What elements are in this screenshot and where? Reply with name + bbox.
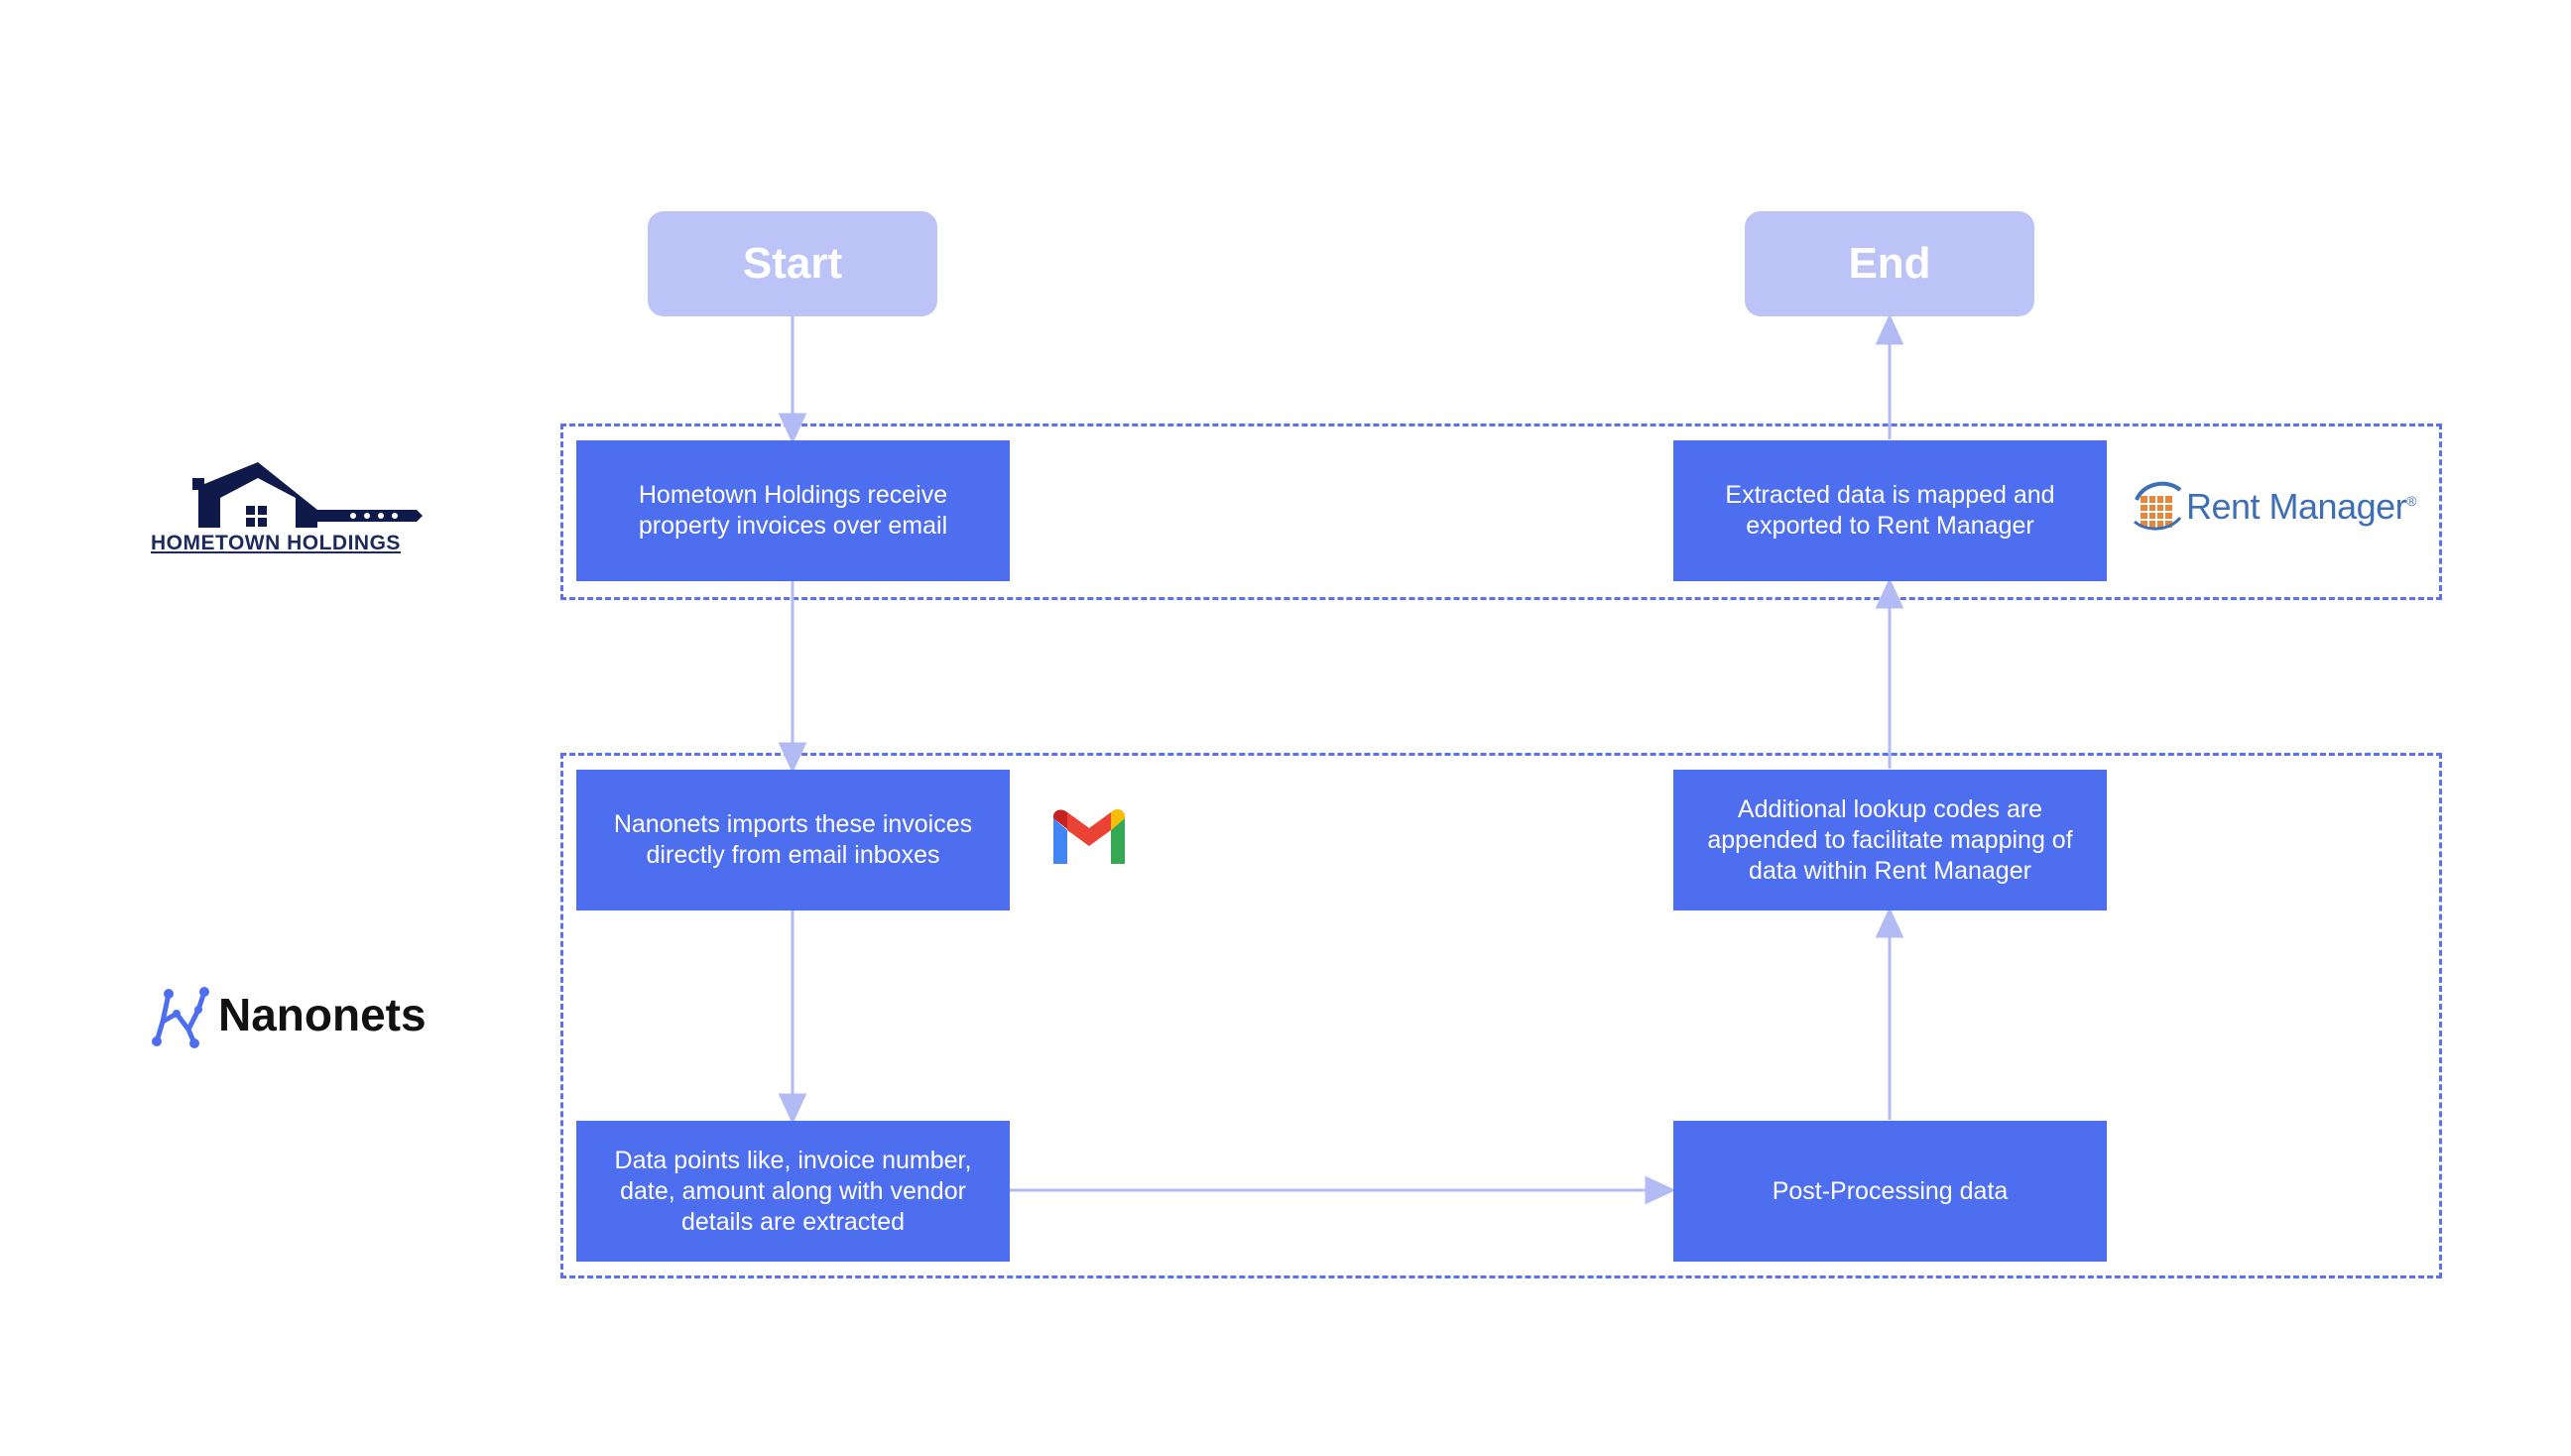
arrowhead-start-to-receive — [778, 413, 807, 444]
end-label: End — [1848, 239, 1931, 288]
step-extract-data: Data points like, invoice number, date, … — [576, 1121, 1010, 1262]
arrowhead-lookup-to-export — [1875, 577, 1904, 609]
step-export-rent-manager: Extracted data is mapped and exported to… — [1673, 440, 2107, 581]
rent-manager-name: Rent Manager — [2186, 486, 2407, 527]
step-receive-label: Hometown Holdings receive property invoi… — [638, 481, 948, 540]
rent-manager-logo-text: Rent Manager® — [2186, 486, 2416, 528]
nanonets-logo: Nanonets — [149, 982, 446, 1051]
arrowhead-postprocess-to-lookup — [1875, 907, 1904, 938]
step-import-label: Nanonets imports these invoices directly… — [613, 810, 973, 869]
hometown-holdings-logo: HOMETOWN HOLDINGS — [147, 462, 425, 561]
gmail-icon — [1053, 809, 1125, 864]
nanonets-network-icon — [152, 987, 209, 1048]
start-label: Start — [742, 239, 843, 288]
house-key-icon — [192, 462, 423, 528]
step-export-label: Extracted data is mapped and exported to… — [1725, 481, 2055, 540]
step-import-invoices: Nanonets imports these invoices directly… — [576, 770, 1010, 910]
nanonets-lane — [560, 753, 2442, 1278]
step-postprocess-label: Post-Processing data — [1772, 1176, 2009, 1205]
end-node: End — [1745, 211, 2034, 316]
step-post-processing: Post-Processing data — [1673, 1121, 2107, 1262]
rent-manager-logo: Rent Manager® — [2133, 478, 2440, 538]
start-node: Start — [648, 211, 937, 316]
step-receive-invoices: Hometown Holdings receive property invoi… — [576, 440, 1010, 581]
arrowhead-extract-to-postprocess — [1645, 1175, 1676, 1205]
hometown-lane — [560, 424, 2442, 600]
arrowhead-export-to-end — [1875, 313, 1904, 345]
step-lookup-codes: Additional lookup codes are appended to … — [1673, 770, 2107, 910]
nanonets-logo-text: Nanonets — [218, 989, 427, 1040]
arrowhead-receive-to-import — [778, 742, 807, 774]
arrowhead-import-to-extract — [778, 1093, 807, 1125]
hometown-logo-text: HOMETOWN HOLDINGS — [151, 532, 401, 554]
rent-manager-registered-mark: ® — [2406, 493, 2416, 509]
step-extract-label: Data points like, invoice number, date, … — [614, 1146, 972, 1236]
step-lookup-label: Additional lookup codes are appended to … — [1707, 794, 2073, 885]
building-globe-icon — [2134, 481, 2182, 531]
